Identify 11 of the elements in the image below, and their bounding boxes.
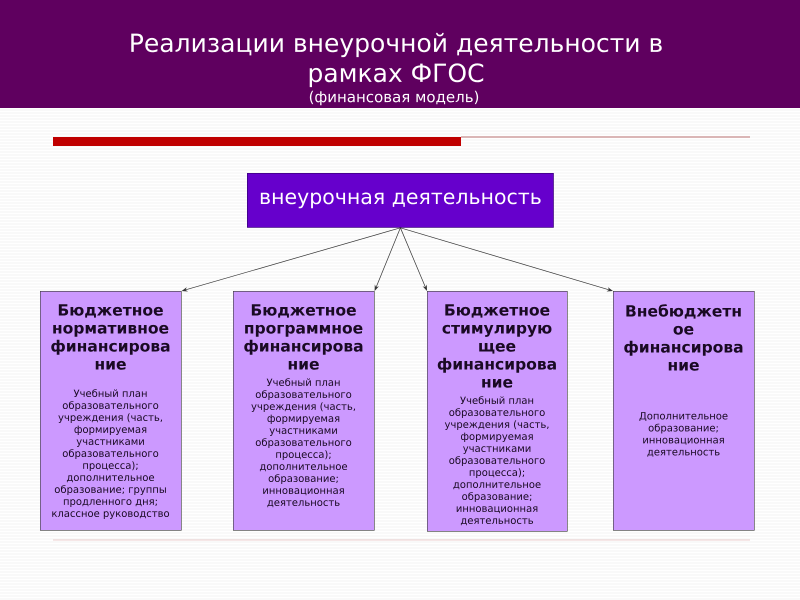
box-heading: Внебюджетн ое финансирова ние bbox=[624, 304, 742, 371]
box-description: Учебный план образовательного учреждения (часть, формируемая участниками образовательного процесса); дополнительное образование; инновационная деятельность bbox=[444, 396, 548, 526]
title: Реализации внеурочной деятельности в рамках ФГОС bbox=[131, 32, 662, 88]
category-box: внеурочная деятельность bbox=[247, 173, 554, 228]
box-heading: Бюджетное стимулирую щее финансирова ние bbox=[438, 304, 556, 388]
box-description: Учебный план образовательного учреждения (часть, формируемая участниками образовательного процесса); дополнительное образование; инновационная деятельность bbox=[251, 378, 355, 508]
box-heading: Бюджетное программное финансирова ние bbox=[244, 304, 362, 370]
subtitle: (финансовая модель) bbox=[310, 90, 478, 106]
box-description: Учебный план образовательного учреждения (часть, формируемая участниками образовательного процесса); дополнительное образование; группы продленного дня; классное руководство bbox=[52, 389, 170, 519]
box-heading: Бюджетное нормативное финансирова ние bbox=[51, 304, 170, 370]
box-description: Дополнительное образование; инновационная деятельность bbox=[639, 412, 728, 457]
